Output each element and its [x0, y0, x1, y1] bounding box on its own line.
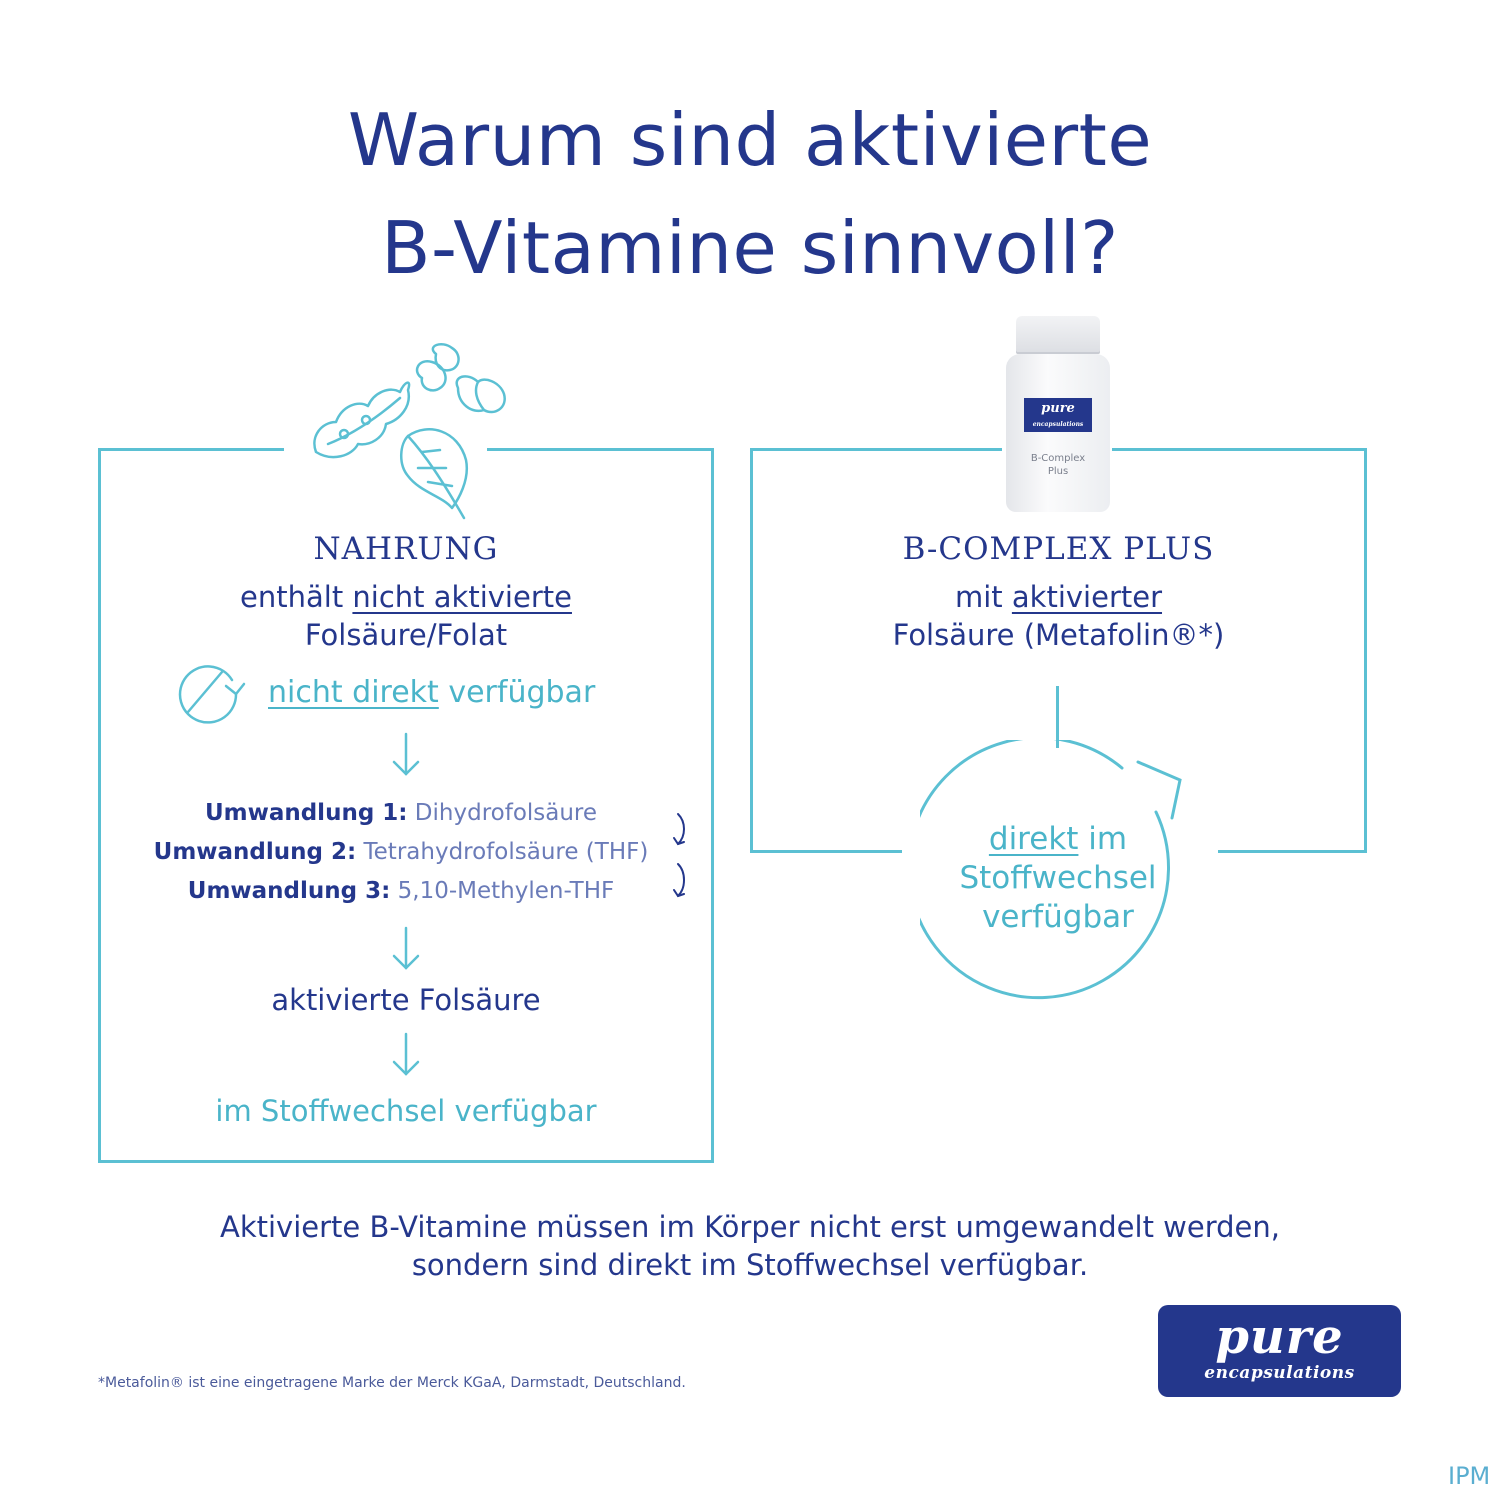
page-title-line1: Warum sind aktivierte — [347, 98, 1153, 182]
summary-text: Aktivierte B-Vitamine müssen im Körper n… — [219, 1210, 1280, 1282]
conversion-curved-arrows-icon — [673, 813, 685, 898]
left-panel-heading: NAHRUNG — [313, 531, 499, 567]
left-panel-description: enthält nicht aktivierte Folsäure/Folat — [240, 580, 572, 652]
conversion-steps: Umwandlung 1: Dihydrofolsäure Umwandlung… — [98, 794, 714, 911]
left-result-text: im Stoffwechsel verfügbar — [215, 1094, 597, 1128]
bottle-brand-label: pure encapsulations — [1024, 398, 1092, 432]
arrow-down-icon — [392, 1032, 420, 1076]
arrow-down-icon — [392, 926, 420, 970]
conversion-step-1: Umwandlung 1: Dihydrofolsäure — [204, 800, 598, 826]
conversion-step-3: Umwandlung 3: 5,10-Methylen-THF — [187, 878, 615, 904]
activated-folic-acid-text: aktivierte Folsäure — [271, 983, 541, 1017]
brand-logo: pure encapsulations — [1158, 1305, 1401, 1397]
right-panel-heading: B-COMPLEX PLUS — [902, 531, 1215, 567]
right-panel-description: mit aktivierter Folsäure (Metafolin®*) — [892, 580, 1225, 652]
right-circle-text: direkt im Stoffwechsel verfügbar — [959, 821, 1157, 935]
conversion-step-2: Umwandlung 2: Tetrahydrofolsäure (THF) — [153, 839, 649, 865]
food-beans-leaf-icon — [313, 343, 506, 520]
left-status-text: nicht direkt verfügbar — [268, 675, 596, 710]
page-title-line2: B-Vitamine sinnvoll? — [381, 206, 1119, 290]
arrow-down-icon — [392, 732, 420, 776]
bottle-product-name: B-Complex Plus — [1030, 453, 1086, 477]
footnote: *Metafolin® ist eine eingetragene Marke … — [98, 1375, 686, 1391]
product-bottle: pure encapsulations B-Complex Plus — [1006, 316, 1110, 512]
watermark: IPM — [1448, 1462, 1491, 1490]
no-direct-availability-icon — [178, 665, 246, 724]
metabolism-cycle-icon — [920, 740, 1182, 1000]
